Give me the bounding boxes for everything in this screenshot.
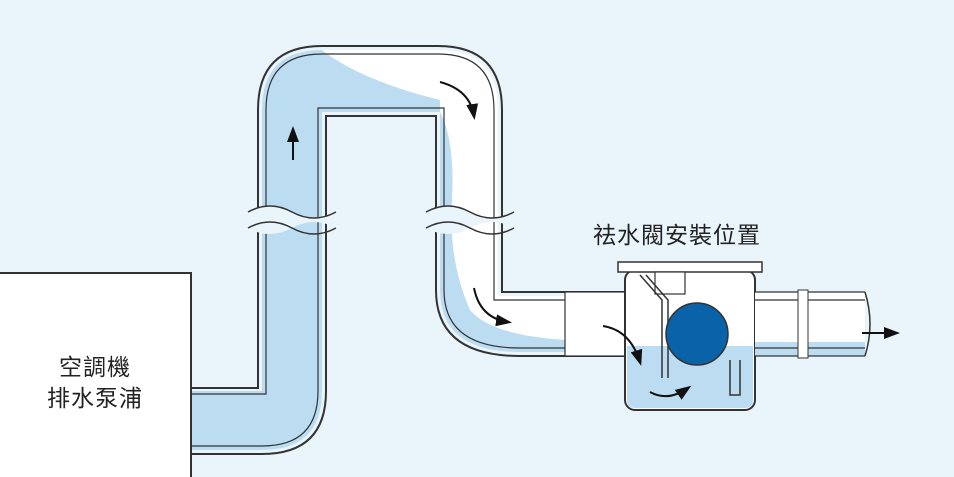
pipe-outer-outline-lower [192, 115, 625, 455]
pipe-outer-outline [192, 45, 625, 389]
flow-arrow-lower-bend [473, 287, 512, 327]
water-right-riser [440, 112, 625, 352]
pipe-break-right [425, 205, 515, 235]
water-left-riser [192, 50, 440, 450]
pipe-inner-wall-right [192, 107, 625, 447]
flow-arrow-into-valve [602, 325, 643, 366]
ac-drain-pump-box: 空調機 排水泵浦 [0, 272, 192, 477]
flow-arrow-valve-bottom [649, 385, 692, 400]
pipe-inner-wall-left [192, 53, 625, 395]
valve-ball [665, 302, 729, 366]
valve-location-caption: 祛水閥安裝位置 [593, 223, 761, 249]
flow-arrow-top-bend [439, 81, 479, 120]
pump-label-line2: 排水泵浦 [47, 386, 143, 412]
outlet-pipe [755, 289, 871, 359]
valve-body [564, 261, 763, 411]
pump-label-line1: 空調機 [59, 355, 131, 381]
pipe-break-left [247, 205, 337, 235]
